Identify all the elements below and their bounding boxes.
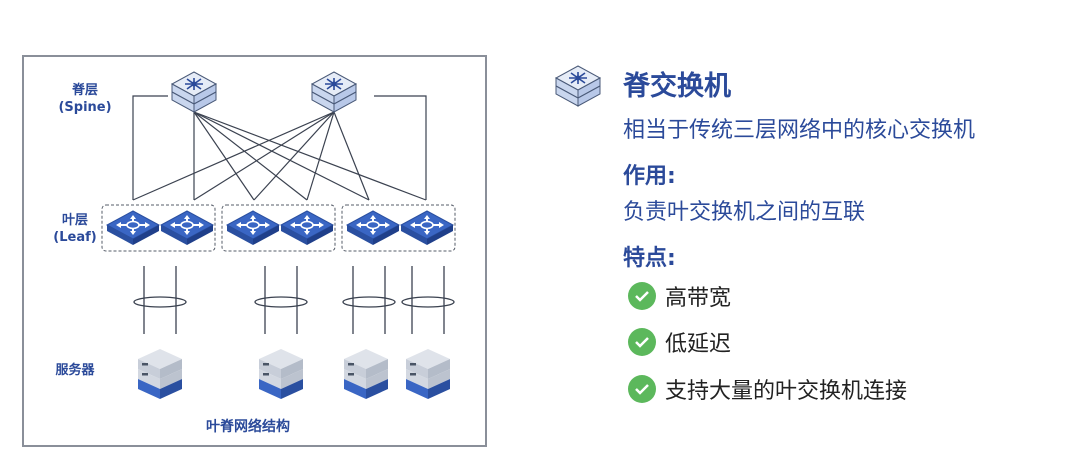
check-circle-icon [628,328,656,356]
leaf-switch-icon [106,210,160,246]
server-icon [138,349,182,399]
spine-switch-icon [311,71,357,113]
panel-title: 脊交换机 [623,71,731,102]
check-circle-icon [628,375,656,403]
diagram-caption: 叶脊网络结构 [206,419,290,435]
feature-item: 高带宽 [628,280,731,312]
link [132,111,335,201]
link [253,111,335,201]
link [193,111,308,201]
leaf-switch-icon [346,210,400,246]
check-circle-icon [628,282,656,310]
spine-switch-icon [555,65,601,107]
feature-label: 低延迟 [665,332,732,357]
leaf-layer-en: (Leaf) [53,230,97,245]
link [193,111,370,201]
link [333,111,370,201]
leaf-group [221,204,336,252]
leaf-group [101,204,216,252]
link [374,95,427,200]
link [193,111,255,201]
leaf-layer-label: 叶层 (Leaf) [40,212,110,246]
link [306,111,335,201]
spine-layer-label: 脊层 (Spine) [50,82,120,116]
spine-layer-zh: 脊层 [71,83,98,98]
server-icon [344,349,388,399]
bonded-links [133,266,455,334]
leaf-layer-zh: 叶层 [61,213,88,228]
link [132,95,168,200]
link [193,111,335,201]
feature-label: 支持大量的叶交换机连接 [665,379,908,404]
leaf-group [341,204,456,252]
spine-layer-en: (Spine) [58,100,112,115]
server-icon [406,349,450,399]
spine-leaf-links [132,95,427,201]
role-heading: 作用: [623,164,676,189]
feature-label: 高带宽 [665,286,732,311]
leaf-switch-icon [280,210,334,246]
role-text: 负责叶交换机之间的互联 [623,200,866,225]
features-heading: 特点: [623,246,676,271]
server-icon [259,349,303,399]
server-layer-label: 服务器 [55,363,95,378]
leaf-switch-icon [160,210,214,246]
feature-item: 支持大量的叶交换机连接 [628,373,907,405]
link [193,111,427,201]
leaf-switch-icon [226,210,280,246]
panel-description: 相当于传统三层网络中的核心交换机 [623,118,976,143]
feature-item: 低延迟 [628,326,731,358]
spine-switch-icon [171,71,217,113]
leaf-switch-icon [400,210,454,246]
